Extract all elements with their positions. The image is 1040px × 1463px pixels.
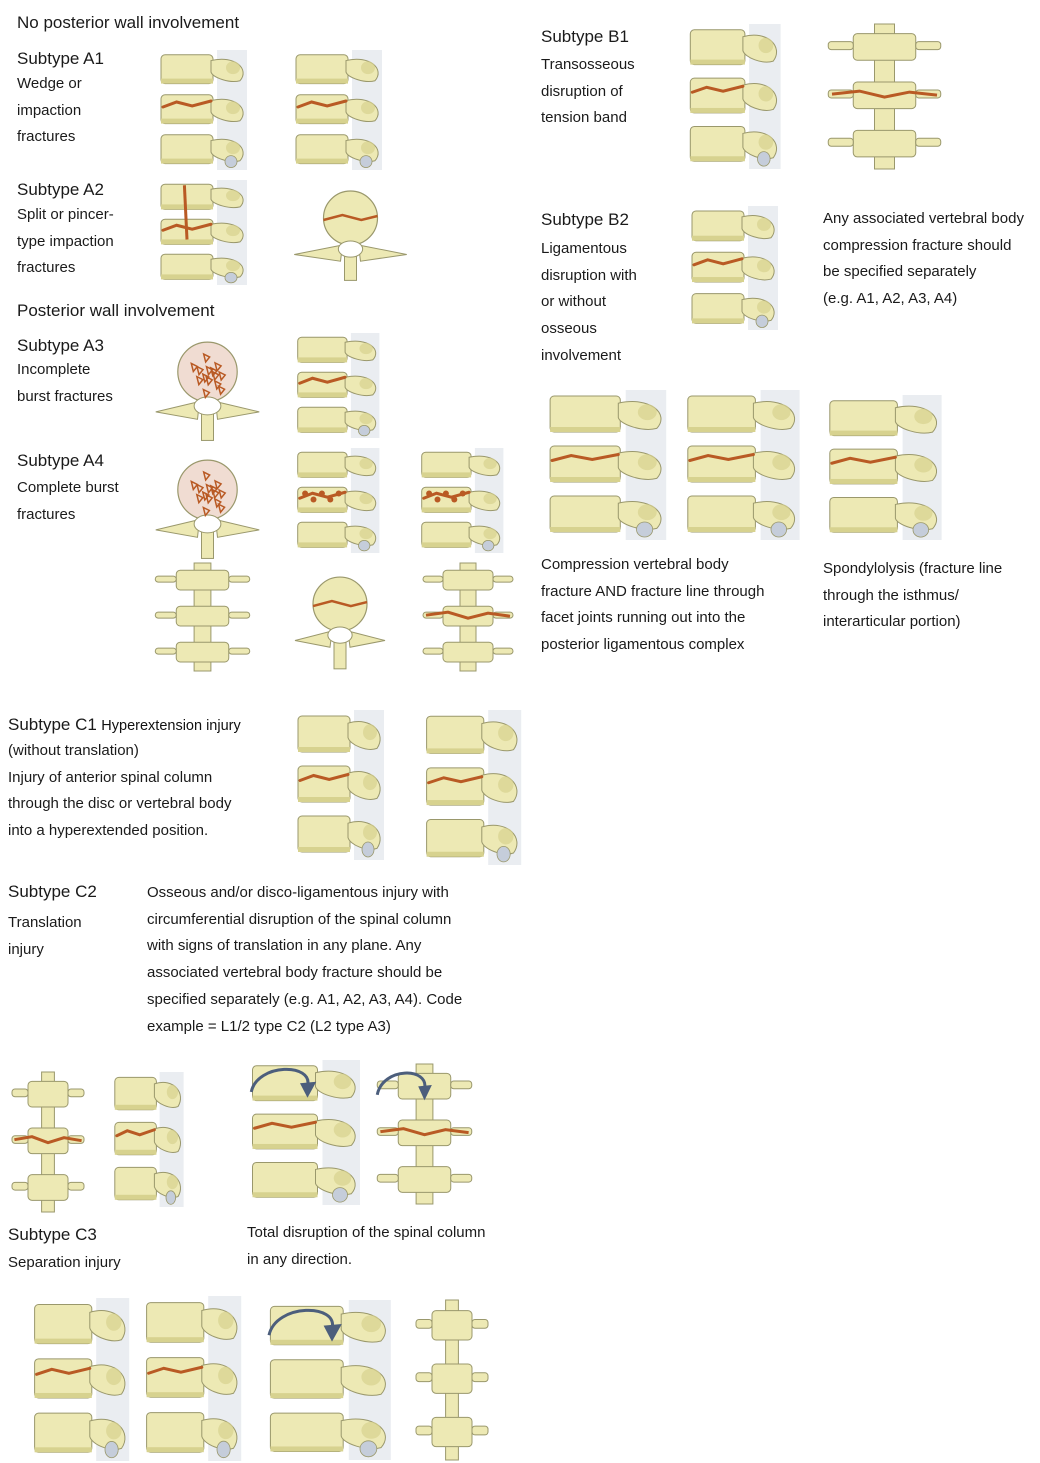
c2-anterior-illustration: [8, 1072, 88, 1212]
subtype-a4-title: Subtype A4: [17, 452, 104, 469]
subtype-c1-title: Subtype C1: [8, 715, 97, 734]
subtype-a3-title: Subtype A3: [17, 337, 104, 354]
a4-lateral-illustration: [292, 448, 387, 553]
subtype-c1-heading: Subtype C1 Hyperextension injury: [8, 716, 241, 734]
subtype-c3-label: Separation injury: [8, 1250, 121, 1277]
subtype-c1-description: (without translation)Injury of anterior …: [8, 738, 231, 845]
b-compression-illustration-1: [542, 390, 677, 540]
subtype-b2-title: Subtype B2: [541, 211, 629, 228]
a3-axial-illustration: [150, 330, 265, 440]
a4-anterior-illustration: [150, 563, 255, 671]
subtype-a1-title: Subtype A1: [17, 50, 104, 67]
a4-anterior-illustration-2: [418, 563, 518, 671]
c3-anterior-illustration: [412, 1300, 492, 1460]
c2-lateral-illustration: [110, 1072, 190, 1207]
c1-lateral-illustration-2: [420, 710, 530, 865]
c2-rotation-lateral-illustration: [245, 1060, 370, 1205]
c1-lateral-illustration: [292, 710, 392, 860]
a4-axial-illustration: [150, 448, 265, 558]
subtype-c1-inline-text: Hyperextension injury: [101, 718, 240, 734]
section-heading-no-posterior-wall: No posterior wall involvement: [17, 14, 239, 31]
subtype-c2-description: Osseous and/or disco-ligamentous injury …: [147, 880, 462, 1040]
subtype-b1-title: Subtype B1: [541, 28, 629, 45]
subtype-c3-title: Subtype C3: [8, 1226, 97, 1243]
a3-lateral-illustration: [292, 333, 387, 438]
a4-lateral-illustration-2: [416, 448, 511, 553]
a1-lateral-illustration-2: [290, 50, 390, 170]
subtype-a2-title: Subtype A2: [17, 181, 104, 198]
c3-lateral-illustration-3: [262, 1300, 402, 1460]
c3-lateral-illustration: [28, 1298, 138, 1461]
a2-lateral-illustration: [155, 180, 255, 285]
c2-rotation-anterior-illustration: [372, 1064, 477, 1204]
b1-lateral-illustration: [684, 24, 789, 169]
c3-lateral-illustration-2: [140, 1296, 250, 1461]
b-compression-illustration-2: [680, 390, 810, 540]
section-heading-posterior-wall: Posterior wall involvement: [17, 302, 214, 319]
subtype-c2-title: Subtype C2: [8, 883, 97, 900]
b-spondylolysis-illustration: [822, 395, 952, 540]
a4-axial-illustration-2: [290, 563, 390, 671]
a2-axial-illustration: [288, 180, 413, 280]
b1-anterior-illustration: [822, 24, 947, 169]
a1-lateral-illustration: [155, 50, 255, 170]
b2-lateral-illustration: [686, 206, 786, 330]
